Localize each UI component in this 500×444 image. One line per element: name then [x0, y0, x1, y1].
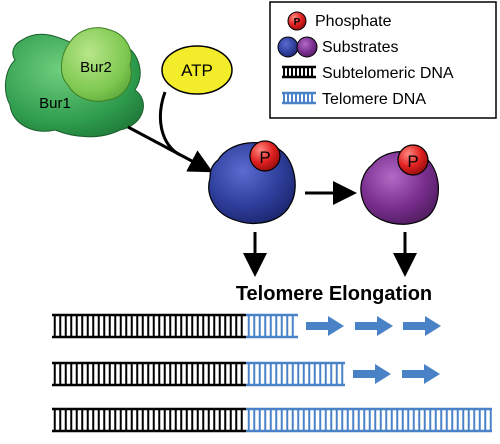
bur1-bur2-complex: Bur2 Bur1	[4, 27, 144, 138]
legend-phosphate-label: Phosphate	[315, 13, 392, 30]
legend-substrates-icon	[277, 36, 318, 58]
subtelomeric-dna-segment	[52, 361, 246, 387]
telomere-dna-segment	[246, 407, 492, 433]
phosphate-icon	[249, 140, 281, 172]
elongation-arrow-icon	[402, 364, 440, 384]
telomere-dna-icon	[282, 91, 316, 105]
subtelomeric-dna-icon	[282, 65, 316, 79]
phosphorylated-substrate-blue: P	[208, 140, 296, 225]
phosphate-icon	[397, 144, 429, 176]
atp-molecule: ATP	[161, 45, 233, 95]
atp-label: ATP	[181, 61, 213, 80]
phosphate-label-2: P	[407, 152, 418, 171]
subtelomeric-dna-segment	[52, 313, 246, 339]
legend-subtelomeric-label: Subtelomeric DNA	[322, 65, 454, 82]
dna-row	[52, 361, 440, 387]
bur2-label: Bur2	[80, 59, 112, 76]
telomere-dna-segment	[246, 361, 345, 387]
subtelomeric-dna-segment	[52, 407, 246, 433]
phosphate-label-1: P	[259, 148, 270, 167]
legend-substrates-label: Substrates	[322, 39, 398, 56]
telomere-dna-segment	[246, 313, 298, 339]
elongation-arrow-icon	[306, 316, 344, 336]
elongation-arrow-icon	[403, 316, 441, 336]
bur1-label: Bur1	[39, 95, 71, 112]
legend-telomere-label: Telomere DNA	[322, 91, 426, 108]
legend-phosphate-icon: P	[287, 11, 307, 31]
dna-rows	[52, 313, 492, 433]
complex-to-substrate-arrow	[127, 125, 213, 173]
legend-phosphate-symbol: P	[294, 17, 301, 28]
telomere-elongation-title: Telomere Elongation	[236, 283, 432, 305]
dna-row	[52, 313, 441, 339]
legend-telomere-icon	[282, 91, 316, 105]
legend: P Phosphate Substrates Subtelomeric DNA …	[269, 1, 497, 119]
dna-row	[52, 407, 492, 433]
legend-subtelomeric-icon	[282, 65, 316, 79]
bur2-shape	[61, 27, 132, 102]
elongation-arrow-icon	[353, 364, 391, 384]
elongation-arrow-icon	[355, 316, 393, 336]
phosphorylated-substrate-purple: P	[360, 144, 439, 225]
atp-to-substrate-arrow	[158, 91, 181, 157]
